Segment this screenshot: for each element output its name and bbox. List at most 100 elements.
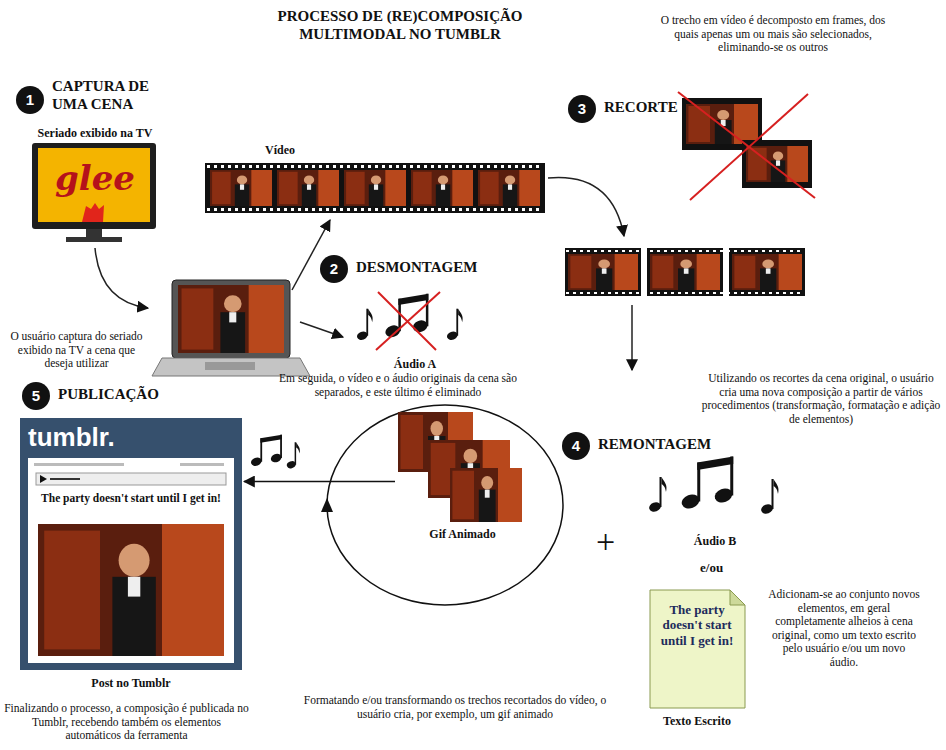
discarded-frames: [682, 98, 812, 188]
gif-caption: Gif Animado: [395, 527, 530, 541]
audio-caption: Áudio B: [640, 534, 790, 548]
step-circle: 4REMONTAGEM: [562, 432, 590, 460]
audio-notes: [356, 309, 373, 342]
note-caption: Texto Escrito: [648, 714, 746, 728]
selected-frames: [647, 248, 723, 296]
laptop-illustration: [152, 280, 310, 376]
tumblr-logo: tumblr.: [28, 422, 115, 453]
step-number: 1: [16, 86, 44, 114]
step-circle: 2DESMONTAGEM: [320, 255, 348, 283]
flow-arrow: [300, 322, 343, 337]
tumblr-screenshot: [40, 475, 47, 483]
film-strip: [210, 170, 272, 206]
audio-notes: [648, 477, 667, 513]
laptop-illustration: [178, 285, 284, 353]
audio-notes: [648, 457, 779, 516]
selected-frames: [650, 254, 720, 290]
tumblr-post: tumblr. The party doesn't start until I g…: [20, 418, 244, 696]
tumblr-screenshot: [36, 473, 226, 485]
selected-frames: [565, 248, 805, 296]
step-circle: 3RECORTE: [568, 95, 596, 123]
step-circle: 1CAPTURA DE UMA CENA: [16, 86, 44, 114]
diagram-title: PROCESSO DE (RE)COMPOSIÇÃO MULTIMODAL NO…: [250, 8, 550, 43]
flow-arrow: [548, 177, 624, 236]
connector-word: e/ou: [700, 560, 723, 575]
audio-notes: [250, 435, 300, 470]
step-note: Finalizando o processo, a composição é p…: [4, 702, 249, 743]
note-paper: [650, 590, 745, 708]
step-note: O trecho em vídeo é decomposto em frames…: [648, 14, 898, 55]
audio-notes: [680, 457, 735, 511]
cross-out: [678, 92, 815, 200]
tv-caption: Seriado exibido na TV: [30, 126, 160, 140]
film-strip: [207, 165, 543, 168]
note-text: The party doesn't start until I get in!: [656, 602, 738, 648]
step-heading: REMONTAGEM: [598, 436, 711, 454]
tv-illustration: [66, 237, 122, 242]
gif-frames: [398, 412, 522, 522]
audio-caption: Áudio A: [345, 357, 485, 371]
show-logo: glee: [30, 158, 160, 198]
tumblr-screenshot: [50, 478, 80, 480]
gif-frames: [450, 468, 522, 522]
laptop-illustration: [205, 362, 255, 370]
tumblr-screenshot: [28, 458, 234, 663]
tumblr-screenshot: [34, 463, 124, 466]
audio-notes: [384, 294, 429, 339]
post-text: The party doesn't start until I get in!: [34, 492, 228, 506]
strip-caption: Vídeo: [265, 143, 295, 157]
laptop-illustration: [172, 280, 290, 358]
post-caption: Post no Tumblr: [20, 676, 242, 690]
audio-notes: [356, 294, 463, 342]
audio-notes: [250, 435, 283, 468]
loop-arrow: [327, 405, 563, 605]
audio-b: Áudio B: [640, 450, 800, 551]
tv-illustration: [82, 203, 104, 222]
step-heading: CAPTURA DE UMA CENA: [52, 78, 170, 113]
cross-out: [690, 94, 808, 200]
cross-out: [376, 292, 440, 350]
step-heading: RECORTE: [604, 99, 678, 117]
film-strip: [344, 170, 406, 206]
film-strip: [207, 208, 543, 211]
step-note: Adicionam-se ao conjunto novos elementos…: [768, 588, 920, 669]
note-paper: [650, 590, 745, 708]
audio-notes: [760, 479, 779, 515]
step-heading: DESMONTAGEM: [356, 259, 477, 277]
flow-connector: [244, 481, 395, 483]
step-note: Formatando e/ou transformando os trechos…: [290, 694, 620, 721]
film-strip: [478, 170, 540, 206]
tumblr-screenshot: [20, 418, 242, 670]
tumblr-screenshot: [38, 524, 224, 656]
step-heading: PUBLICAÇÃO: [58, 386, 159, 404]
audio-notes: [286, 442, 300, 469]
step-number: 5: [22, 382, 50, 410]
video-strip: Vídeo: [205, 143, 545, 215]
selected-frames: [566, 292, 804, 294]
step-circle: 5PUBLICAÇÃO: [22, 382, 50, 410]
loop-arrow: [321, 405, 563, 605]
film-strip: [411, 170, 473, 206]
cross-out: [376, 292, 440, 350]
note-paper: [730, 590, 745, 605]
loop-arrow: [321, 498, 333, 512]
tumblr-screenshot: [20, 418, 242, 670]
selected-frames: [568, 254, 638, 290]
step-note: O usuário captura do seriado exibido na …: [4, 330, 149, 371]
selected-frames: [729, 248, 805, 296]
selected-frames: [565, 248, 641, 296]
discarded-frames: [742, 140, 812, 188]
discarded-frames: [686, 104, 758, 144]
selected-frames: [732, 254, 802, 290]
cross-out: [678, 92, 815, 198]
tv-illustration: [86, 229, 102, 237]
written-note: The party doesn't start until I get in! T…: [648, 588, 748, 731]
audio-a: Áudio A: [345, 285, 487, 375]
animated-gif: Gif Animado: [395, 405, 532, 545]
step-number: 2: [320, 255, 348, 283]
tumblr-screenshot: [180, 463, 224, 466]
film-strip: [205, 163, 545, 213]
step-number: 4: [562, 432, 590, 460]
flow-arrow: [95, 248, 148, 308]
